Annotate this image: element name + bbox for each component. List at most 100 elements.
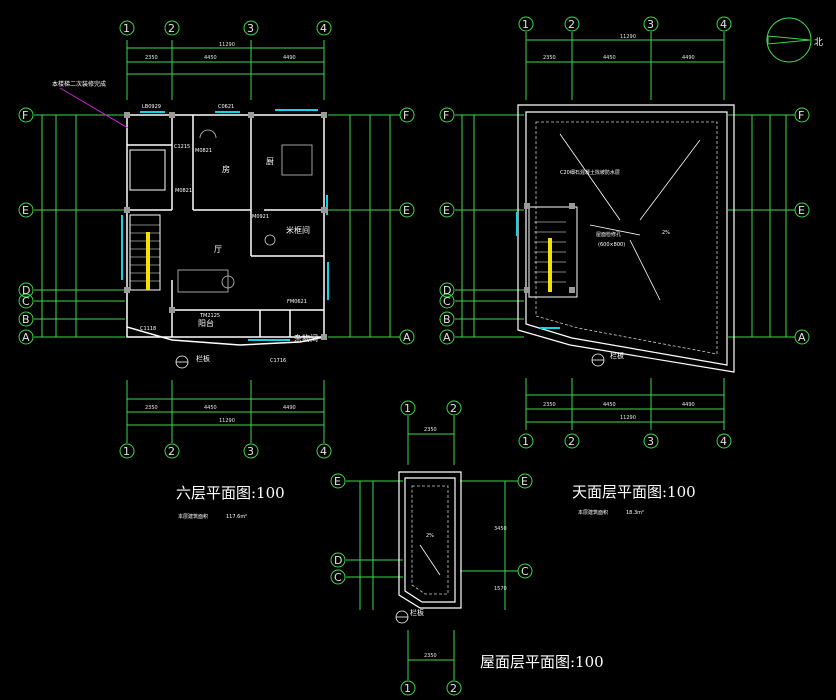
axis-E-right: E [403,204,410,217]
plan-6f-title: 六层平面图:100 [176,484,285,502]
rt-slope-label: 2% [662,230,670,236]
tag-window-c1215: C1215 [174,144,190,150]
tag-door-fm0621: FM0621 [287,299,307,305]
tag-window-c0621: C0621 [218,104,234,110]
rf-axis-E-right: E [521,475,528,488]
room-tv-wall: 米框间 [286,225,310,235]
room-bedroom: 房 [222,164,230,174]
axis-F-right: F [403,109,409,122]
tag-window-lb0929: LB0929 [142,104,161,110]
rt-axis-3-top: 3 [647,18,654,31]
plan-roof-title: 屋面层平面图:100 [480,653,604,671]
rt-axis-2-bottom: 2 [568,435,575,448]
tag-door-m0821-a: M0821 [195,148,212,154]
rt-dim-top-3: 4490 [682,55,695,61]
axis-1-bottom: 1 [123,445,130,458]
compass-north-label: 北 [814,37,823,48]
rt-axis-A-right: A [798,331,806,344]
rf-axis-1-top: 1 [404,402,411,415]
rf-slope-label: 2% [426,533,434,539]
dim-top-total: 11290 [219,42,235,48]
axis-C-left: C [22,295,30,308]
rt-axis-1-top: 1 [522,18,529,31]
rt-axis-1-bottom: 1 [522,435,529,448]
plan-roof-terrace-title: 天面层平面图:100 [572,483,696,501]
rt-note-waterproof: C20细石混凝土找坡防水层 [560,169,620,176]
rf-axis-D-left: D [334,554,342,567]
rf-axis-2-bottom: 2 [450,682,457,695]
dim-bottom-total: 11290 [219,418,235,424]
plan-roof-terrace: 1 2 3 4 11290 2350 4450 4490 [439,16,810,516]
axis-1-top: 1 [123,22,130,35]
rf-dim-bottom: 2350 [424,653,437,659]
tag-window-c1716: C1716 [270,358,286,364]
rt-dim-top-2: 4450 [603,55,616,61]
axis-E-left: E [22,204,29,217]
dim-top-3: 4490 [283,55,296,61]
north-compass: 北 [766,17,823,63]
tag-window-c1118: C1118 [140,326,156,332]
rf-section-label: 栏板 [410,608,424,617]
rt-axis-F-right: F [798,109,804,122]
dim-bottom-1: 2350 [145,405,158,411]
rf-dim-right-1: 3450 [494,526,507,532]
rt-axis-B-left: B [443,313,451,326]
tag-door-tm2125: TM2125 [199,313,220,319]
room-hall: 厅 [214,245,222,254]
rt-dim-bottom-total: 11290 [620,415,636,421]
axis-4-top: 4 [320,22,327,35]
rt-axis-2-top: 2 [568,18,575,31]
room-balcony: 阳台 [198,318,214,328]
rt-dim-top-1: 2350 [543,55,556,61]
plan-6f-stair [129,149,166,291]
plan-6f-area-value: 117.6m² [226,514,247,520]
rt-axis-F-left: F [443,109,449,122]
tag-door-m0921: M0921 [252,214,269,220]
axis-B-left: B [22,313,30,326]
axis-3-bottom: 3 [247,445,254,458]
axis-A-right: A [403,331,411,344]
rt-axis-D-left: D [443,284,451,297]
rt-area-label: 本层建筑面积 [578,509,608,516]
rf-axis-E-left: E [334,475,341,488]
room-kitchen: 厨 [266,157,274,166]
axis-3-top: 3 [247,22,254,35]
rt-axis-C-left: C [443,295,451,308]
rt-axis-3-bottom: 3 [647,435,654,448]
rf-axis-C-right: C [521,565,529,578]
rf-dim-top: 2350 [424,427,437,433]
axis-2-top: 2 [168,22,175,35]
rt-axis-4-bottom: 4 [720,435,727,448]
dim-top-1: 2350 [145,55,158,61]
tag-door-m0821-b: M0821 [175,188,192,194]
plan-6f-area-label: 本层建筑面积 [178,513,208,520]
rt-dim-bottom-2: 4450 [603,402,616,408]
rt-axis-A-left: A [443,331,451,344]
plan-6f: 1 2 3 4 11290 2350 4450 4490 F E D C B A [18,20,415,520]
rt-axis-E-left: E [443,204,450,217]
plan-6f-section-label: 栏板 [196,354,210,363]
dim-top-2: 4450 [204,55,217,61]
room-storage: 杂物间 [294,333,318,343]
plan-roof: 1 2 1 2 E D C E C 2350 2350 3450 1570 2%… [330,400,604,696]
rt-dim-top-total: 11290 [620,34,636,40]
axis-F-left: F [22,109,28,122]
plan-6f-stair-annotation: 本楼梯二次装修完成 [52,80,106,88]
dim-bottom-3: 4490 [283,405,296,411]
axis-A-left: A [22,331,30,344]
rf-axis-C-left: C [334,571,342,584]
rt-axis-E-right: E [798,204,805,217]
rt-axis-4-top: 4 [720,18,727,31]
dim-bottom-2: 4450 [204,405,217,411]
plan-6f-walls [126,114,325,346]
rt-section-label: 栏板 [610,351,624,360]
rf-dim-right-2: 1570 [494,586,507,592]
rt-area-value: 18.3m² [626,510,644,516]
rt-dim-bottom-3: 4490 [682,402,695,408]
rt-dim-bottom-1: 2350 [543,402,556,408]
rf-axis-1-bottom: 1 [404,682,411,695]
rt-note-hatch-size: (600×800) [598,242,625,248]
axis-D-left: D [22,284,30,297]
axis-2-bottom: 2 [168,445,175,458]
